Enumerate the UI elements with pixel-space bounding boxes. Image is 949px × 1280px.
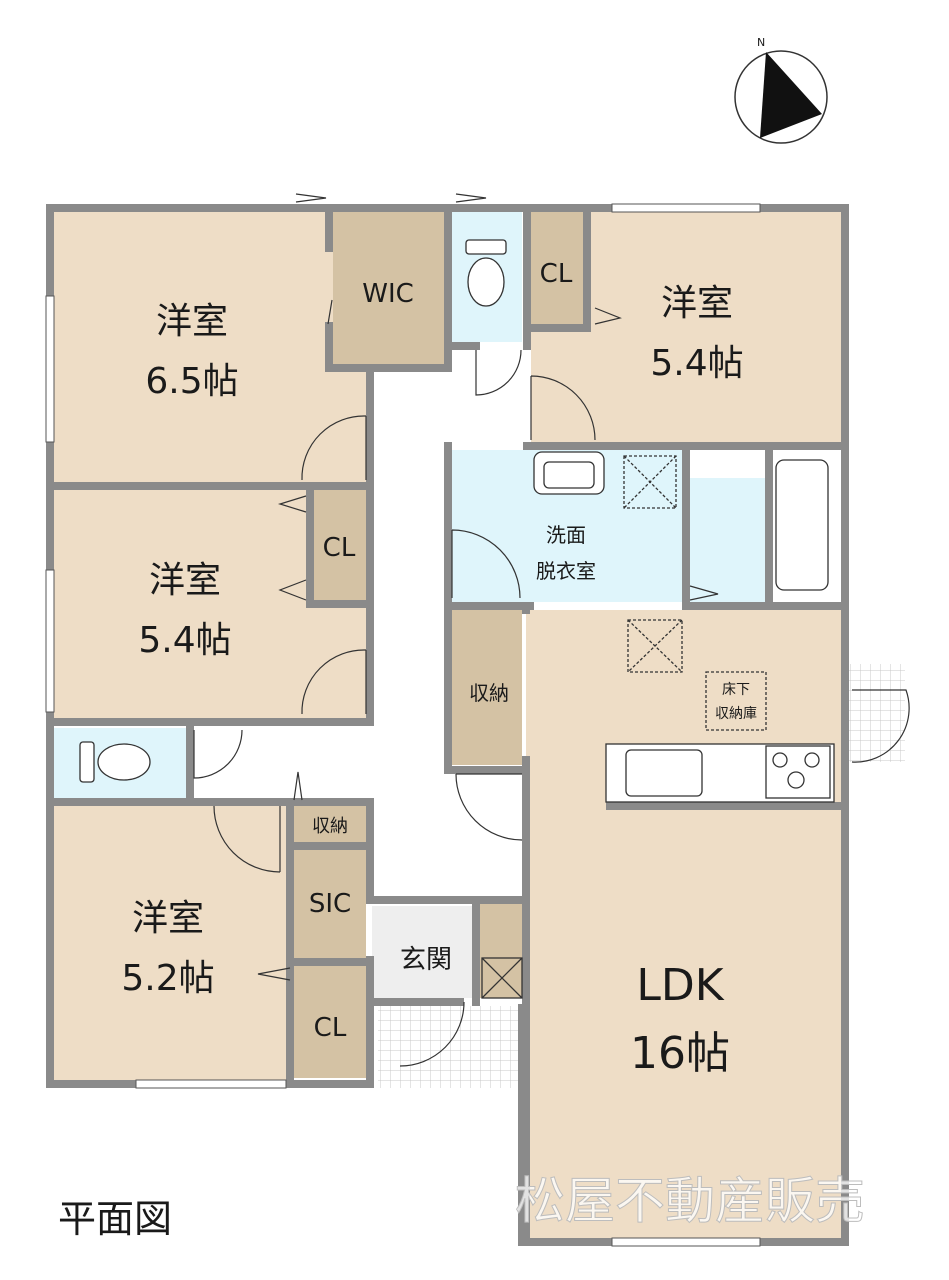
window-w1	[45, 295, 55, 443]
north-arrow-icon	[760, 52, 822, 138]
ldk-name: LDK	[636, 960, 724, 1011]
window-s2	[611, 1237, 761, 1247]
door-deck	[851, 689, 910, 763]
window-w2	[45, 569, 55, 713]
arrow-storage	[293, 771, 303, 801]
cl-south-label: CL	[314, 1013, 347, 1043]
storage-small-area	[294, 806, 366, 842]
labels: 洋室 6.5帖 WIC CL 洋室 5.4帖 CL 洋室 5.4帖 洗面 脱衣室…	[121, 259, 757, 1079]
arrow-cl-ne	[594, 307, 622, 325]
bedroom-sw-size: 5.2帖	[121, 958, 214, 999]
arrow-north	[295, 193, 327, 203]
doors	[193, 193, 910, 1067]
bedroom-ne-size: 5.4帖	[650, 343, 743, 384]
bedroom-nw-size: 6.5帖	[145, 361, 238, 402]
cl-north-area-top	[531, 212, 583, 324]
bedroom-w-mid-size: 5.4帖	[138, 620, 231, 661]
ldk-area	[526, 610, 841, 1238]
door-wash	[451, 529, 521, 599]
washroom-label-1: 洗面	[546, 523, 586, 547]
bedroom-nw	[54, 212, 366, 482]
wic-label: WIC	[362, 279, 414, 309]
kitchen-counter-icon	[605, 743, 835, 803]
underfloor-box	[705, 671, 767, 731]
entrance-area	[372, 906, 480, 998]
storage-small-label: 収納	[312, 816, 348, 837]
plan-caption: 平面図	[58, 1197, 172, 1241]
arrow-cl-w	[277, 495, 307, 601]
arrow-door-wic	[327, 299, 333, 325]
storage-ldk-label: 収納	[469, 681, 509, 705]
storage-ldk-area	[452, 610, 522, 765]
toilet-n-icon	[465, 239, 507, 307]
window-s1	[135, 1079, 287, 1089]
cl-south-area	[294, 966, 366, 1078]
windows	[45, 203, 761, 1247]
fixtures	[79, 239, 835, 999]
sic-label: SIC	[309, 889, 351, 919]
door-sw	[213, 805, 281, 873]
arrow-sw	[257, 967, 291, 981]
bathtub-icon	[775, 459, 829, 591]
ldk-size: 16帖	[630, 1028, 730, 1079]
cl-north-label: CL	[540, 259, 573, 289]
door-ne	[530, 375, 596, 441]
bedroom-sw	[54, 806, 286, 1080]
cl-west-mid-label: CL	[323, 533, 356, 563]
vent-icon-2	[627, 619, 683, 673]
deck-tiles	[849, 664, 905, 762]
porch-tiles	[378, 1006, 522, 1088]
door-toilet-w	[193, 729, 243, 779]
wic-area	[333, 212, 444, 364]
bedroom-nw-name: 洋室	[156, 301, 228, 342]
compass-north-label: N	[757, 36, 765, 49]
shoe-box	[480, 900, 522, 998]
toilet-w-icon	[79, 741, 151, 783]
door-nw	[301, 415, 367, 481]
window-n1	[611, 203, 761, 213]
washroom-label-2: 脱衣室	[536, 559, 596, 583]
vent-icon-1	[623, 455, 677, 509]
door-ldk	[455, 773, 523, 841]
door-w-mid	[301, 649, 367, 715]
entrance-label: 玄関	[400, 945, 452, 975]
sink-icon	[533, 451, 605, 495]
door-entrance	[399, 1001, 465, 1067]
bedroom-w-mid-name: 洋室	[149, 560, 221, 601]
underfloor-label-2: 収納庫	[715, 705, 757, 722]
compass: N	[734, 36, 828, 144]
bath-front	[690, 478, 765, 602]
sic-area	[294, 850, 366, 958]
bedroom-ne-name: 洋室	[661, 283, 733, 324]
arrow-bath	[689, 585, 719, 601]
underfloor-label-1: 床下	[722, 682, 750, 698]
shoe-box-icon	[481, 957, 523, 999]
door-toilet-n	[475, 349, 522, 396]
bedroom-sw-name: 洋室	[132, 898, 204, 939]
cl-west-mid-area	[314, 490, 366, 602]
watermark: 松屋不動産販売	[515, 1172, 865, 1230]
arrow-north2	[455, 193, 487, 203]
